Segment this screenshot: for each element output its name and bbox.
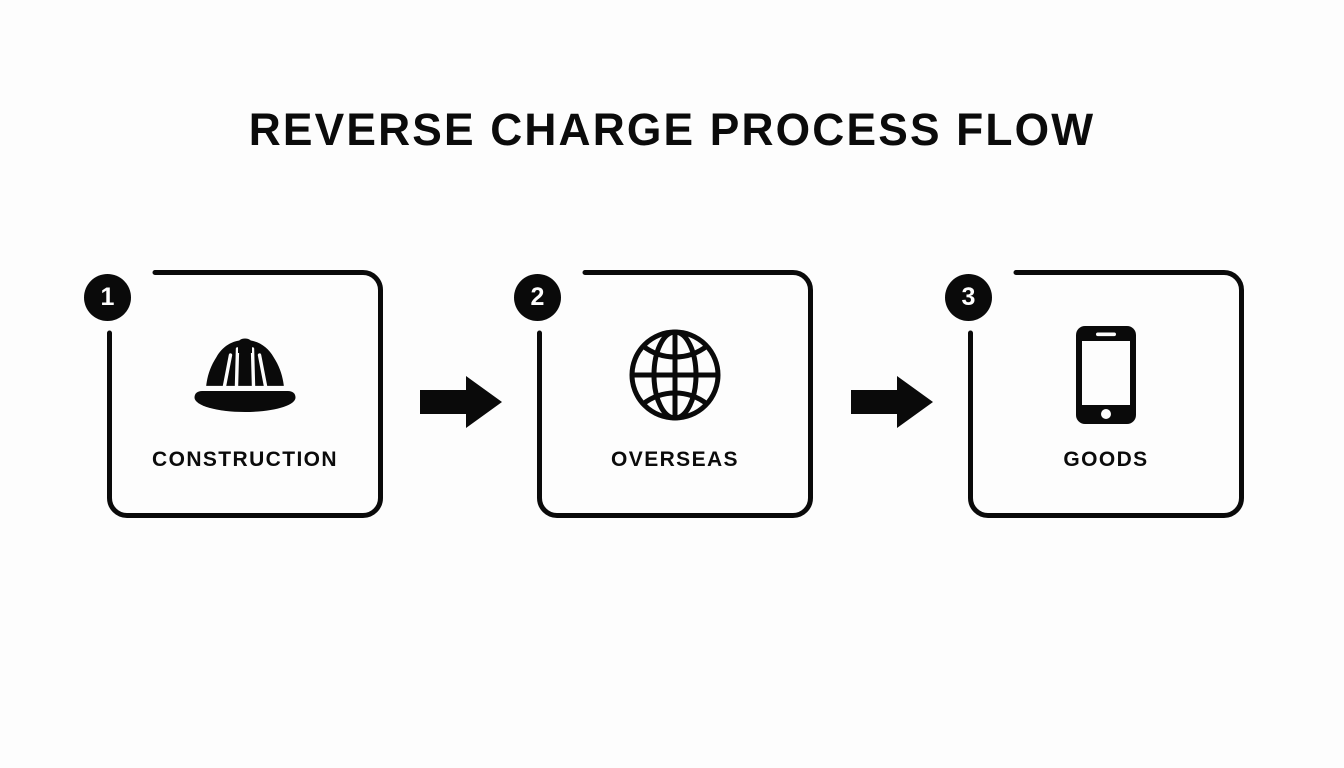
card-outline-2	[537, 270, 813, 518]
globe-icon	[537, 322, 813, 428]
flow-step-card-3[interactable]: 3 GOODS	[945, 270, 1244, 518]
arrow-right-icon-2	[851, 376, 933, 428]
page-title: REVERSE CHARGE PROCESS FLOW	[248, 104, 1096, 155]
flow-step-card-2[interactable]: 2 OVERSEAS	[514, 270, 813, 518]
step-number-badge-3: 3	[945, 274, 992, 321]
flow-step-label-2: OVERSEAS	[611, 448, 739, 471]
arrow-right-icon-1	[420, 376, 502, 428]
step-number-badge-2: 2	[514, 274, 561, 321]
card-outline-3	[968, 270, 1244, 518]
flow-step-label-3: GOODS	[1063, 448, 1149, 471]
flow-step-label-1: CONSTRUCTION	[152, 448, 338, 471]
hard-hat-icon	[107, 322, 383, 428]
step-number-badge-1: 1	[84, 274, 131, 321]
card-outline-1	[107, 270, 383, 518]
smartphone-icon	[968, 322, 1244, 428]
flow-step-card-1[interactable]: 1	[84, 270, 383, 518]
process-flow-row: 1	[0, 270, 1344, 530]
